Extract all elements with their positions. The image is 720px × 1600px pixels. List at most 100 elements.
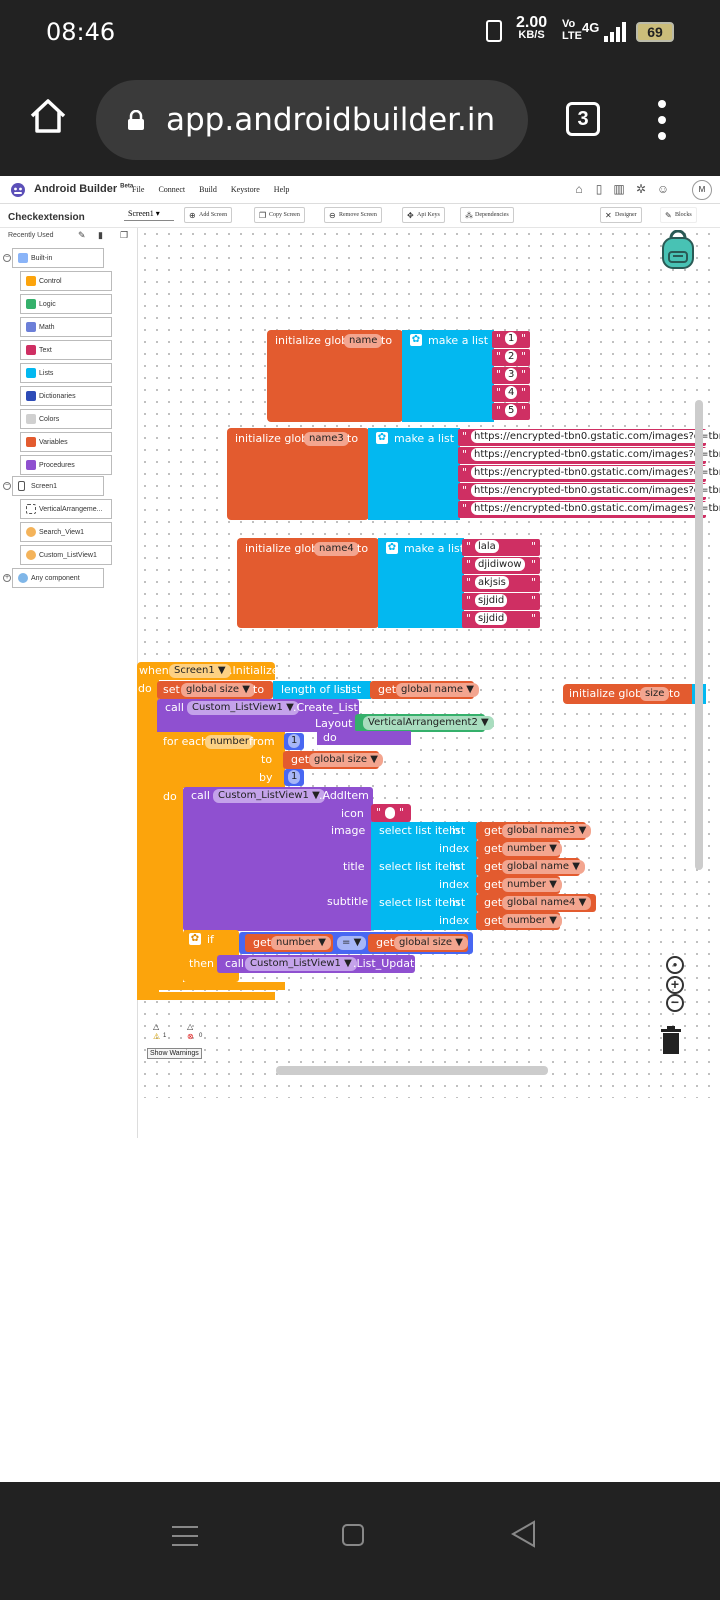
- text-literal-block[interactable]: "https://encrypted-tbn0.gstatic.com/imag…: [458, 483, 720, 500]
- gear-icon[interactable]: ✿: [376, 432, 388, 444]
- var-name3-field[interactable]: name3: [304, 432, 349, 446]
- palette-procedures[interactable]: Procedures: [20, 455, 112, 475]
- vertical-arrangement-dropdown[interactable]: VerticalArrangement2 ▼: [363, 716, 494, 730]
- phone-icon[interactable]: ▯: [595, 182, 603, 196]
- listview-dropdown[interactable]: Custom_ListView1 ▼: [213, 789, 325, 803]
- community-icon[interactable]: ☺: [656, 182, 670, 196]
- get-number-block[interactable]: get number ▼: [245, 934, 333, 952]
- text-literal-block[interactable]: "https://encrypted-tbn0.gstatic.com/imag…: [458, 501, 720, 518]
- zoom-out-icon[interactable]: −: [666, 994, 684, 1012]
- init-global-name-block[interactable]: initialize global name to: [267, 330, 403, 422]
- get-global-name3-block[interactable]: get global name3 ▼: [476, 822, 592, 840]
- number-one-field[interactable]: 1: [288, 770, 301, 784]
- home-nav-icon[interactable]: [342, 1524, 364, 1546]
- horizontal-scrollbar[interactable]: [276, 1066, 548, 1075]
- text-literal-field[interactable]: https://encrypted-tbn0.gstatic.com/image…: [471, 430, 720, 443]
- text-literal-block[interactable]: "https://encrypted-tbn0.gstatic.com/imag…: [458, 465, 720, 482]
- text-literal-block[interactable]: "sjjdid": [462, 611, 540, 628]
- var-name-field[interactable]: name: [344, 334, 383, 348]
- vertical-arrangement-block[interactable]: VerticalArrangement2 ▼: [355, 714, 494, 732]
- zoom-in-icon[interactable]: +: [666, 976, 684, 994]
- up-arrow-icon[interactable]: △: [187, 1022, 194, 1031]
- address-bar[interactable]: app.androidbuilder.in: [96, 80, 528, 160]
- palette-custom-listview[interactable]: Custom_ListView1: [20, 545, 112, 565]
- make-list-block[interactable]: ✿ make a list: [368, 428, 460, 520]
- text-literal-field[interactable]: 4: [505, 386, 518, 399]
- palette-colors[interactable]: Colors: [20, 409, 112, 429]
- text-literal-block[interactable]: "akjsis": [462, 575, 540, 592]
- text-literal-field[interactable]: djidiwow: [475, 558, 525, 571]
- palette-lists[interactable]: Lists: [20, 363, 112, 383]
- global-size-dropdown[interactable]: global size ▼: [309, 753, 383, 767]
- for-each-block[interactable]: for each number from to by: [157, 732, 285, 788]
- menu-keystore[interactable]: Keystore: [230, 185, 260, 194]
- up-arrow-icon[interactable]: △: [153, 1022, 160, 1031]
- init-global-name4-block[interactable]: initialize global name4 to: [237, 538, 379, 628]
- add-screen-button[interactable]: ⊕Add Screen: [184, 207, 233, 223]
- palette-screen1[interactable]: Screen1: [12, 476, 104, 496]
- call-create-list-block[interactable]: call Custom_ListView1 ▼ .Create_List: [157, 699, 359, 717]
- gear-icon[interactable]: ✿: [410, 334, 422, 346]
- screen-select[interactable]: Screen1 ▾: [124, 207, 174, 221]
- empty-text-block[interactable]: " ": [371, 804, 411, 822]
- get-global-name-block[interactable]: get global name ▼: [370, 681, 479, 699]
- get-global-name4-block[interactable]: get global name4 ▼: [476, 894, 596, 912]
- avatar[interactable]: M: [692, 180, 712, 200]
- builtin-collapse-icon[interactable]: −: [3, 254, 11, 262]
- text-literal-block[interactable]: "https://encrypted-tbn0.gstatic.com/imag…: [458, 429, 720, 446]
- remove-screen-button[interactable]: ⊖Remove Screen: [324, 207, 382, 223]
- var-name4-field[interactable]: name4: [314, 542, 359, 556]
- menu-file[interactable]: File: [132, 185, 145, 194]
- text-literal-block[interactable]: "2": [492, 349, 530, 366]
- listview-dropdown[interactable]: Custom_ListView1 ▼: [187, 701, 299, 715]
- empty-text-field[interactable]: [385, 807, 395, 819]
- global-name-dropdown[interactable]: global name ▼: [502, 860, 585, 874]
- text-literal-field[interactable]: https://encrypted-tbn0.gstatic.com/image…: [471, 484, 720, 497]
- text-literal-field[interactable]: sjjdid: [475, 594, 508, 607]
- call-list-update-block[interactable]: call Custom_ListView1 ▼ .List_Update: [217, 955, 421, 973]
- api-keys-button[interactable]: ✥Api Keys: [402, 207, 445, 223]
- make-list-block[interactable]: ✿ make a list: [402, 330, 494, 422]
- pencil-icon[interactable]: ✎: [78, 230, 86, 240]
- text-literal-field[interactable]: 1: [505, 332, 518, 345]
- text-literal-block[interactable]: "3": [492, 367, 530, 384]
- text-literal-block[interactable]: "4": [492, 385, 530, 402]
- bug-icon[interactable]: ✲: [635, 182, 647, 196]
- text-literal-block[interactable]: "sjjdid": [462, 593, 540, 610]
- overflow-menu-icon[interactable]: [656, 100, 668, 140]
- recents-icon[interactable]: [172, 1524, 198, 1548]
- gear-icon[interactable]: ✿: [189, 933, 201, 945]
- get-number-block[interactable]: get number ▼: [476, 840, 562, 858]
- get-number-block[interactable]: get number ▼: [476, 912, 562, 930]
- palette-logic[interactable]: Logic: [20, 294, 112, 314]
- show-warnings-button[interactable]: Show Warnings: [147, 1048, 202, 1059]
- number-dropdown[interactable]: number ▼: [502, 842, 562, 856]
- designer-button[interactable]: ✕Designer: [600, 207, 642, 223]
- set-global-size-block[interactable]: set global size ▼ to: [157, 681, 273, 699]
- length-of-list-block[interactable]: length of list list: [273, 681, 371, 699]
- text-literal-field[interactable]: https://encrypted-tbn0.gstatic.com/image…: [471, 448, 720, 461]
- get-global-size-block[interactable]: get global size ▼: [368, 934, 468, 952]
- house-icon[interactable]: ⌂: [575, 182, 583, 196]
- global-size-dropdown[interactable]: global size ▼: [181, 683, 255, 697]
- screen-collapse-icon[interactable]: −: [3, 482, 11, 490]
- vertical-scrollbar[interactable]: [695, 400, 703, 870]
- listview-dropdown[interactable]: Custom_ListView1 ▼: [245, 957, 357, 971]
- back-icon[interactable]: [510, 1520, 536, 1548]
- text-literal-block[interactable]: "lala": [462, 539, 540, 556]
- get-global-name-block[interactable]: get global name ▼: [476, 858, 585, 876]
- library-icon[interactable]: ▥: [613, 182, 625, 196]
- init-global-size-block[interactable]: initialize global size to: [563, 684, 705, 704]
- get-global-size-block[interactable]: get global size ▼: [283, 751, 383, 769]
- number-dropdown[interactable]: number ▼: [271, 936, 331, 950]
- gear-icon[interactable]: ✿: [386, 542, 398, 554]
- palette-dictionaries[interactable]: Dictionaries: [20, 386, 112, 406]
- palette-any-component[interactable]: Any component: [12, 568, 104, 588]
- global-name3-dropdown[interactable]: global name3 ▼: [502, 824, 592, 838]
- number-one-field[interactable]: 1: [288, 734, 301, 748]
- palette-vertical-arrangement[interactable]: VerticalArrangeme...: [20, 499, 112, 519]
- text-literal-field[interactable]: sjjdid: [475, 612, 508, 625]
- palette-control[interactable]: Control: [20, 271, 112, 291]
- recenter-icon[interactable]: ●: [666, 956, 684, 974]
- number-one-block[interactable]: 1: [284, 733, 304, 750]
